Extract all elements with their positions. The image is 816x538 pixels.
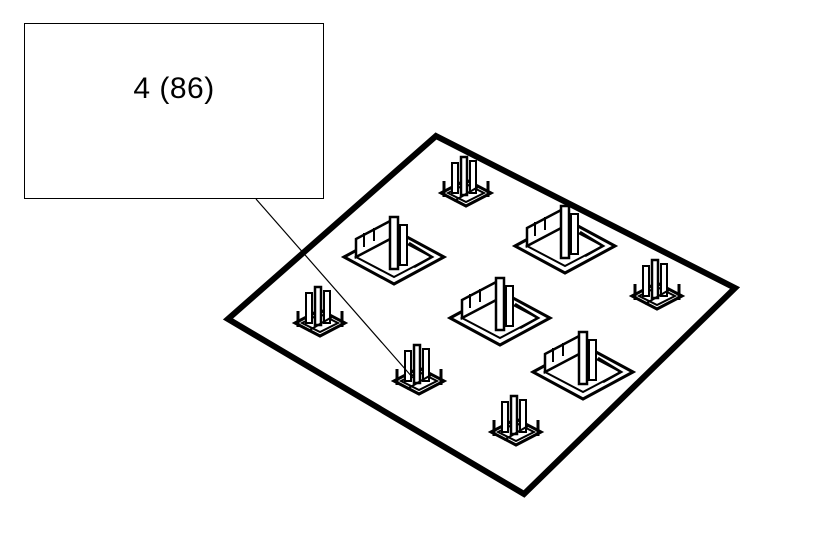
callout-label: 4 (86) — [133, 72, 215, 105]
callout-box: 4 (86) — [24, 23, 324, 199]
leader-line — [255, 198, 414, 379]
